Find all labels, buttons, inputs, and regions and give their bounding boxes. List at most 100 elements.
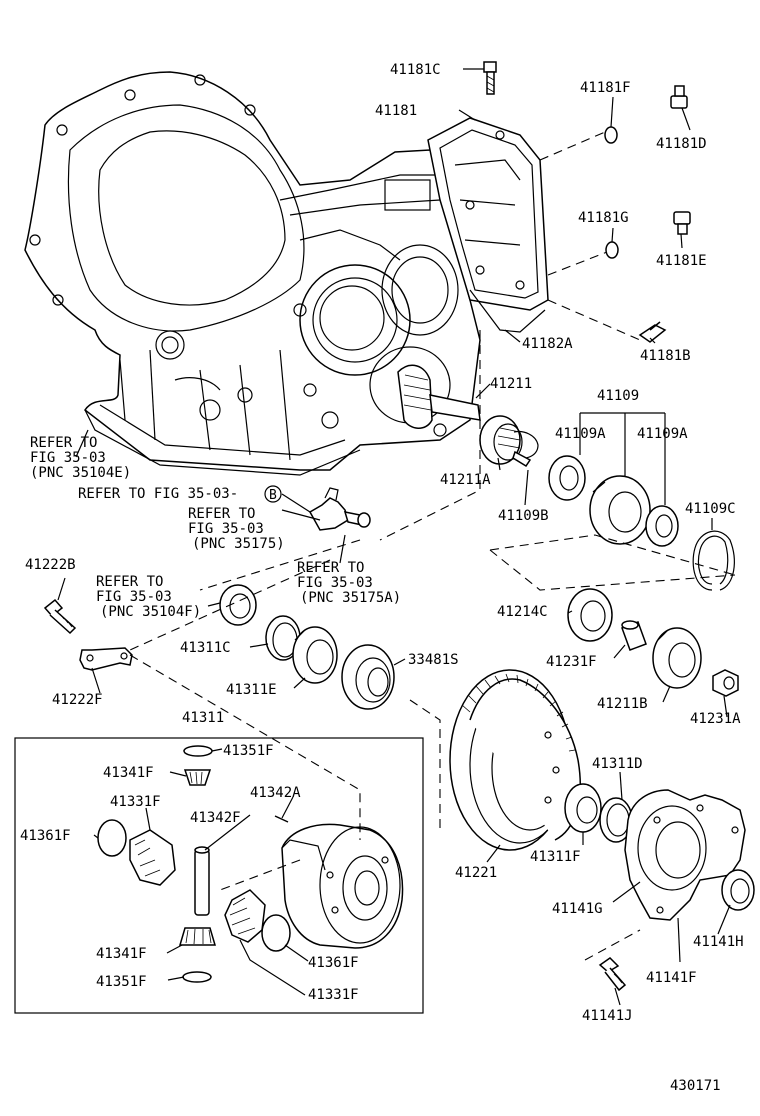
differential-case: [281, 823, 404, 949]
ref-35104F-line3: (PNC 35104F): [100, 604, 201, 620]
label-41181F: 41181F: [580, 80, 631, 96]
label-41331F-right: 41331F: [308, 987, 359, 1003]
snap-ring-41109C: [692, 530, 735, 591]
differential-kit-box: [14, 737, 424, 1014]
ref-35104E-line3: (PNC 35104E): [30, 465, 131, 481]
part-labels: 41181C 41181 41181F 41181D 41181G 41181E…: [20, 62, 744, 1094]
label-41341F-top: 41341F: [103, 765, 154, 781]
label-41221: 41221: [455, 865, 497, 881]
label-41181G: 41181G: [578, 210, 629, 226]
ref-35104F-line2: FIG 35-03: [96, 589, 172, 605]
label-41181B: 41181B: [640, 348, 691, 364]
ref-35104E-line2: FIG 35-03: [30, 450, 106, 466]
label-41231F: 41231F: [546, 654, 597, 670]
label-41211B: 41211B: [597, 696, 648, 712]
label-41311C: 41311C: [180, 640, 231, 656]
intermediate-shaft-41211: [397, 364, 523, 465]
bearing-41311E: [292, 626, 338, 684]
bearing-retainer-41141F: [624, 789, 746, 921]
plug-41181E: [673, 211, 691, 235]
label-41311D: 41311D: [592, 756, 643, 772]
label-41141G: 41141G: [552, 901, 603, 917]
snap-ring-41109B: [512, 430, 539, 468]
label-41214C: 41214C: [497, 604, 548, 620]
collar-41231F: [621, 620, 647, 651]
side-gear-41331F-left: [129, 829, 176, 886]
ref-B-marker-circle: [264, 485, 282, 503]
label-41211: 41211: [490, 376, 532, 392]
side-gear-41331F-right: [224, 889, 266, 943]
washer-41351F-bottom: [182, 971, 212, 983]
bearing-41211B: [652, 627, 702, 689]
ref-35175-line2: FIG 35-03: [188, 521, 264, 537]
label-41109B: 41109B: [498, 508, 549, 524]
plate-41222F: [79, 647, 133, 671]
label-41311: 41311: [182, 710, 224, 726]
bearing-cup-41214C: [567, 588, 613, 642]
label-41141H: 41141H: [693, 934, 744, 950]
label-41181E: 41181E: [656, 253, 707, 269]
assembly-dashed-lines: [129, 131, 736, 961]
label-41231A: 41231A: [690, 711, 741, 727]
leader-lines: [57, 68, 731, 1006]
label-41351F-top: 41351F: [223, 743, 274, 759]
label-41109A-1: 41109A: [555, 426, 606, 442]
thrust-washer-41361F-left: [97, 819, 127, 857]
ref-35175A-line3: (PNC 35175A): [300, 590, 401, 606]
gasket-41182A: [469, 289, 546, 333]
plug-41181C: [483, 61, 497, 95]
bearing-41109-center: [589, 475, 651, 545]
seal-33481S: [341, 644, 395, 710]
ref-B-marker: B: [269, 488, 277, 503]
bolt-41141J: [598, 957, 627, 992]
label-41341F-bottom: 41341F: [96, 946, 147, 962]
label-41182A: 41182A: [522, 336, 573, 352]
side-cover-41181: [427, 117, 549, 311]
plug-41181D: [670, 85, 688, 109]
label-41311E: 41311E: [226, 682, 277, 698]
label-41222B: 41222B: [25, 557, 76, 573]
ref-35104F-line1: REFER TO: [96, 574, 163, 590]
reference-notes: REFER TO FIG 35-03 (PNC 35104E) REFER TO…: [30, 435, 401, 620]
nut-41231A: [712, 669, 739, 697]
label-33481S: 33481S: [408, 652, 459, 668]
label-41361F-left: 41361F: [20, 828, 71, 844]
ref-35104E-line1: REFER TO: [30, 435, 97, 451]
pinion-shaft-41342F: [194, 846, 210, 916]
ref-35175-line3: (PNC 35175): [192, 536, 285, 552]
label-41109C: 41109C: [685, 501, 736, 517]
label-41342F: 41342F: [190, 810, 241, 826]
label-41181D: 41181D: [656, 136, 707, 152]
bearing-41109A-right: [645, 505, 679, 547]
label-41109A-2: 41109A: [637, 426, 688, 442]
label-41351F-bottom: 41351F: [96, 974, 147, 990]
label-41222F: 41222F: [52, 692, 103, 708]
washer-41181F: [604, 126, 618, 144]
figure-number: 430171: [670, 1078, 721, 1094]
thrust-washer-41361F-right: [261, 914, 291, 952]
ring-gear-41221: [449, 669, 581, 851]
label-41109: 41109: [597, 388, 639, 404]
transaxle-case: [24, 71, 481, 476]
ref-35175-line1: REFER TO: [188, 506, 255, 522]
washer-41351F-top: [183, 745, 213, 757]
ref-35175A-line1: REFER TO: [297, 560, 364, 576]
bolt-41181B: [638, 321, 667, 343]
label-41331F-left: 41331F: [110, 794, 161, 810]
label-41181: 41181: [375, 103, 417, 119]
oil-seal-35104F: [219, 584, 257, 626]
bolt-41222B: [43, 598, 77, 635]
label-41342A: 41342A: [250, 785, 301, 801]
sensor-ref-35175: [308, 487, 371, 531]
bearing-41311F: [564, 783, 602, 833]
bearing-41109A-left: [548, 455, 586, 501]
pinion-gear-41341F-top: [183, 769, 212, 786]
label-41311F: 41311F: [530, 849, 581, 865]
oil-seal-41141H: [721, 869, 755, 911]
ref-35-03-B-text: REFER TO FIG 35-03-: [78, 486, 238, 502]
pinion-gear-41341F-bottom: [178, 927, 217, 946]
ref-35175A-line2: FIG 35-03: [297, 575, 373, 591]
label-41211A: 41211A: [440, 472, 491, 488]
